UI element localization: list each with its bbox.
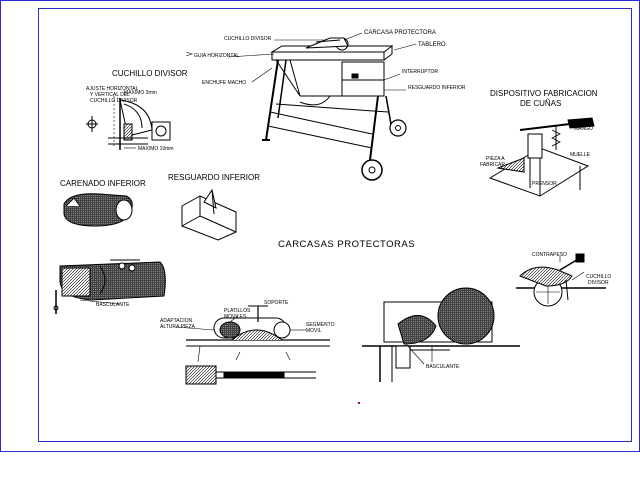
label-adaptacion-1: ADAPTACION (160, 318, 193, 324)
label-cuchillo-divisor-r2: DIVISOR (588, 280, 609, 286)
label-tablero: TABLERO (418, 42, 446, 48)
saw-leader-lines (185, 32, 417, 91)
counterweight-guard-illustration (516, 253, 606, 307)
marker-dot (358, 402, 360, 404)
drawing-border (38, 8, 632, 442)
label-resguardo-inferior-sierra: RESGUARDO INFERIOR (408, 85, 466, 91)
label-pieza-1: PIEZA A (486, 156, 505, 162)
label-mango: MANGO (574, 126, 593, 132)
carenado-inferior-title: CARENADO INFERIOR (60, 179, 146, 188)
label-segmento-2: MOVIL (306, 328, 322, 334)
label-soporte: SOPORTE (264, 300, 289, 306)
lower-guard-illustration (181, 188, 237, 241)
sliding-disc-guard-illustration (175, 305, 330, 385)
label-cuchillo-divisor-r1: CUCHILLO (586, 274, 611, 280)
riving-knife-detail (86, 96, 171, 150)
label-guia-horizontal: GUIA HORIZONTAL (194, 53, 239, 59)
label-pieza-2: FABRICAR (480, 162, 505, 168)
tilting-guard-illustration (53, 259, 166, 314)
resguardo-inferior-title: RESGUARDO INFERIOR (168, 173, 260, 182)
label-maximo-3mm: MAXIMO 3mm (124, 90, 157, 96)
label-ajuste-2: Y VERTICAL DEL (90, 92, 130, 98)
cuchillo-divisor-title: CUCHILLO DIVISOR (112, 69, 188, 78)
label-platillos-1: PLATILLOS (224, 308, 251, 314)
label-adaptacion-2: ALTURA PIEZA (160, 324, 196, 330)
label-basculante-right: BASCULANTE (426, 364, 460, 370)
lower-fairing-illustration (63, 193, 133, 227)
label-maximo-10mm: MAXIMO 10mm (138, 146, 174, 152)
label-interruptor: INTERRUPTOR (402, 69, 438, 75)
label-carcasa-protectora: CARCASA PROTECTORA (364, 30, 436, 36)
table-saw-illustration (262, 37, 407, 181)
wedge-jig-labels: MANGO MUELLE PIEZA A FABRICAR PRENSOR (480, 126, 593, 187)
label-segmento-1: SEGMENTO (306, 322, 335, 328)
carcasas-protectoras-title: CARCASAS PROTECTORAS (278, 239, 415, 250)
sliding-disc-labels: ADAPTACION ALTURA PIEZA PLATILLOS MOVILE… (160, 300, 335, 334)
counterweight-labels: CONTRAPESO CUCHILLO DIVISOR (532, 252, 611, 286)
label-cuchillo-divisor: CUCHILLO DIVISOR (224, 36, 272, 42)
label-enchufe-macho: ENCHUFE MACHO (202, 80, 246, 86)
circular-blade-guard-illustration (362, 287, 520, 382)
saw-labels: CUCHILLO DIVISOR CARCASA PROTECTORA GUIA… (194, 30, 466, 91)
label-muelle: MUELLE (570, 152, 591, 158)
riving-knife-labels: AJUSTE HORIZONTAL Y VERTICAL DEL CUCHILL… (86, 86, 174, 152)
label-ajuste-3: CUCHILLO DIVISOR (90, 98, 138, 104)
label-ajuste-1: AJUSTE HORIZONTAL (86, 86, 139, 92)
label-basculante-left: BASCULANTE (96, 302, 130, 308)
dispositivo-title-2: DE CUÑAS (520, 99, 561, 108)
wedge-jig-illustration (488, 117, 595, 197)
label-platillos-2: MOVILES (224, 314, 247, 320)
label-contrapeso: CONTRAPESO (532, 252, 567, 258)
label-prensor: PRENSOR (532, 181, 557, 187)
dispositivo-title-1: DISPOSITIVO FABRICACION (490, 89, 598, 98)
